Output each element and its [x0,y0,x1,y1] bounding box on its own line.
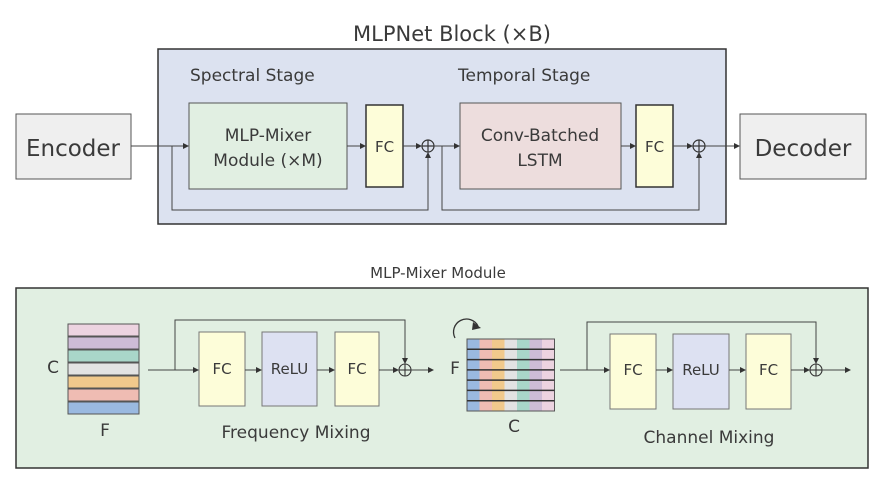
chan-fc2-label: FC [759,361,778,379]
freq-fc2-box [334,331,380,407]
mlp-mixer-module-box [188,102,348,190]
mlpnet-block-title: MLPNet Block (×B) [353,22,551,46]
conv-batched-lstm-box [459,102,622,190]
frequency-mixing-label: Frequency Mixing [222,423,371,443]
input-tensor [67,323,140,415]
transpose-rotate-icon [452,318,479,339]
freq-sum-icon [398,363,412,377]
chan-skip-connection [586,321,819,370]
bottom-connections [148,319,851,373]
transposed-tensor-row-label: F [450,359,460,379]
transposed-tensor-col-label: C [508,417,520,437]
temporal-stage-label: Temporal Stage [457,66,590,86]
transposed-tensor-column [542,339,555,411]
chan-fc1-box [609,333,657,410]
conv-batched-lstm-label-line1: Conv-Batched [481,126,599,146]
transposed-tensor-column [504,339,517,411]
chan-relu-box [672,333,730,410]
spectral-skip-connection [171,146,431,211]
freq-relu-box [261,331,318,407]
chan-relu-label: ReLU [682,361,720,379]
decoder-box [739,113,867,180]
transposed-tensor-border [466,338,555,412]
temporal-fc-box [635,104,674,188]
top-connections [131,143,740,211]
freq-fc1-box [198,331,246,407]
temporal-fc-label: FC [645,138,664,156]
chan-fc1-label: FC [623,361,642,379]
input-tensor-col-label: F [100,421,110,441]
input-tensor-row [67,401,140,415]
temporal-sum-icon [692,139,706,153]
input-tensor-row [67,336,140,350]
mlp-mixer-module-title: MLP-Mixer Module [370,264,506,282]
spectral-fc-label: FC [375,138,394,156]
channel-mixing-label: Channel Mixing [644,428,775,448]
transposed-tensor-column [479,339,492,411]
input-tensor-row [67,375,140,389]
chan-sum-icon [809,363,823,377]
transposed-tensor-column [529,339,542,411]
freq-fc2-label: FC [347,360,366,378]
transpose-rotate-arrowhead-icon [472,322,481,330]
input-tensor-row-label: C [47,358,59,378]
conv-batched-lstm-label-line2: LSTM [517,151,562,171]
temporal-skip-connection [441,146,702,211]
decoder-label: Decoder [755,136,852,162]
freq-relu-label: ReLU [271,360,309,378]
transposed-tensor [466,338,555,412]
freq-fc1-label: FC [212,360,231,378]
input-tensor-row [67,349,140,363]
transposed-tensor-column [492,339,505,411]
transposed-tensor-column [517,339,530,411]
spectral-fc-box [365,104,404,188]
input-tensor-row [67,323,140,337]
chan-fc2-box [745,333,792,410]
transposed-tensor-column [467,339,480,411]
encoder-label: Encoder [26,136,121,162]
spectral-stage-label: Spectral Stage [190,66,315,86]
input-tensor-row [67,388,140,402]
freq-skip-connection [174,319,408,370]
encoder-box [15,113,132,180]
mlp-mixer-module-label-line2: Module (×M) [213,151,322,171]
input-tensor-row [67,362,140,376]
spectral-sum-icon [421,139,435,153]
mlp-mixer-module-label-line1: MLP-Mixer [225,126,312,146]
